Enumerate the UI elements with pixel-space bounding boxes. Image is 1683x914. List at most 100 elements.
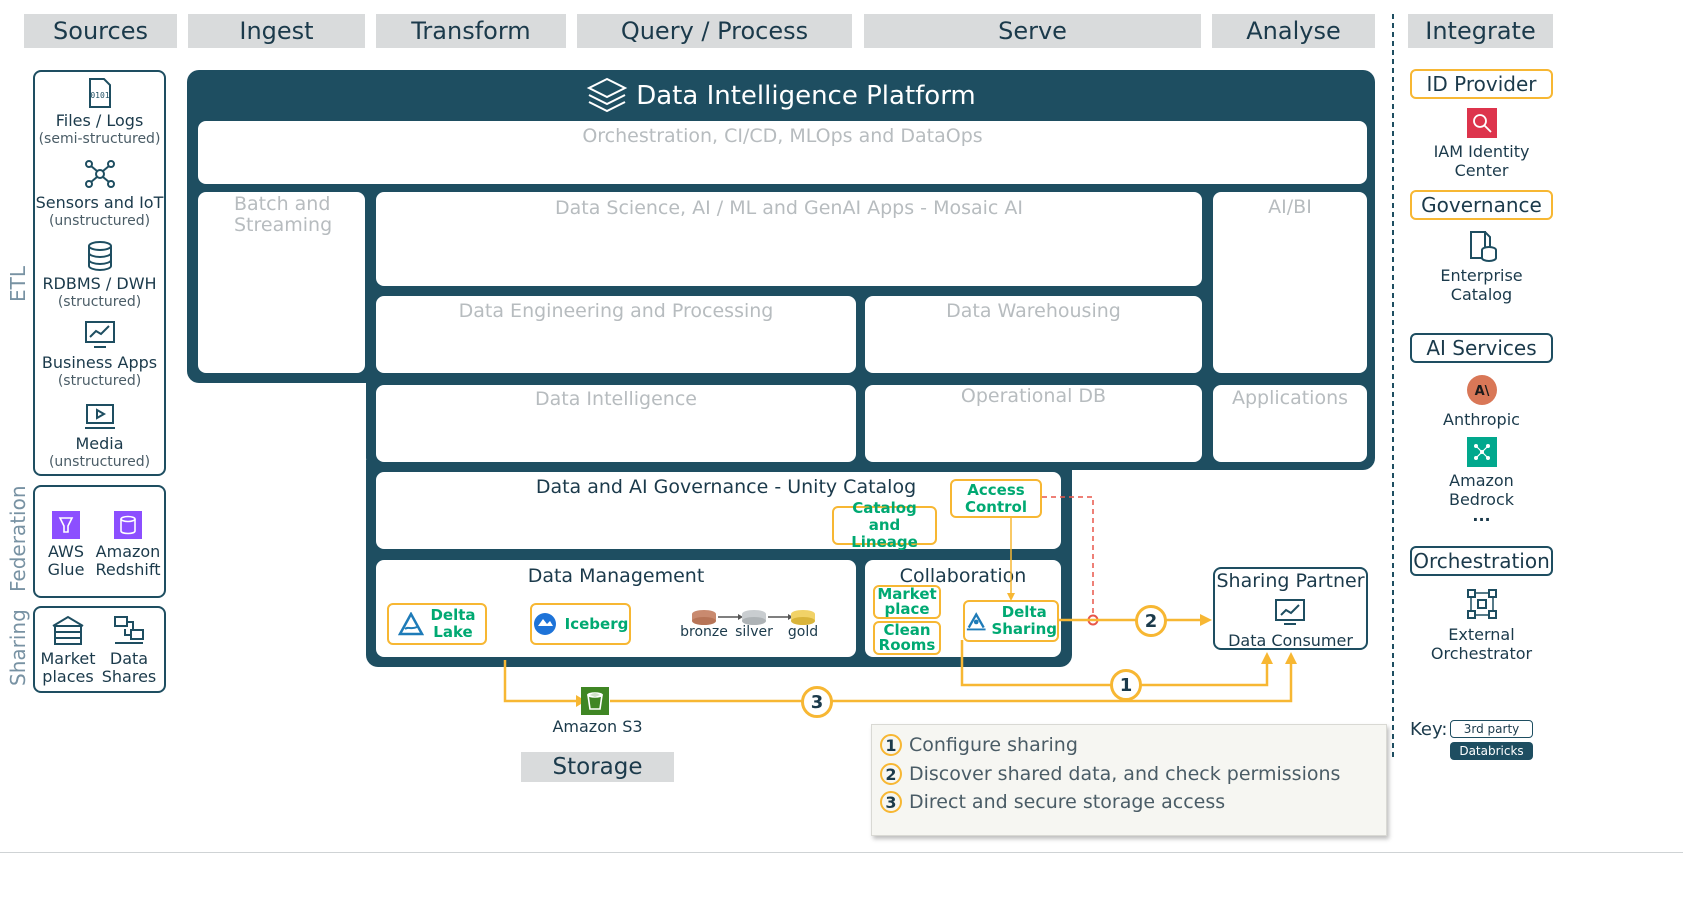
medallion-silver: silver (735, 624, 773, 640)
marketplace-line2: place (884, 600, 930, 618)
monitor-chart-icon (1275, 599, 1305, 625)
source-sub: (semi-structured) (38, 131, 161, 147)
source-media: Media (unstructured) (33, 403, 166, 471)
amazon-s3-label: Amazon S3 (552, 717, 643, 736)
card-unity-catalog: Data and AI Governance - Unity Catalog (376, 472, 1061, 549)
legend-text: Configure sharing (909, 734, 1078, 756)
header-serve: Serve (864, 14, 1201, 48)
source-business-apps: Business Apps (structured) (33, 320, 166, 390)
source-name-line2: places (42, 667, 94, 686)
source-aws-glue: AWS Glue (40, 511, 92, 579)
card-data-engineering: Data Engineering and Processing (376, 296, 856, 373)
storage-label: Storage (521, 752, 674, 782)
anthropic: A\ Anthropic (1410, 374, 1553, 429)
header-sources: Sources (24, 14, 177, 48)
source-name: RDBMS / DWH (42, 274, 157, 293)
source-sub: (structured) (57, 294, 142, 310)
step-2-marker: 2 (1135, 605, 1167, 637)
iam-identity-icon (1466, 108, 1497, 138)
source-amazon-redshift: Amazon Redshift (94, 511, 162, 579)
delta-lake: Delta Lake (387, 603, 487, 645)
catalog-lineage: Catalog and Lineage (832, 500, 937, 551)
source-name-line2: Shares (101, 667, 157, 686)
sharing-sources-box (33, 606, 166, 693)
source-sensors-iot: Sensors and IoT (unstructured) (33, 158, 166, 230)
batch-line2: Streaming (234, 214, 333, 236)
source-rdbms-dwh: RDBMS / DWH (structured) (33, 241, 166, 311)
header-ingest: Ingest (188, 14, 365, 48)
network-nodes-icon (84, 160, 115, 188)
card-data-intelligence: Data Intelligence (376, 385, 856, 462)
amazon-redshift-icon (114, 511, 142, 539)
svg-text:0101: 0101 (90, 91, 109, 100)
dashboard-monitor-icon (84, 321, 115, 348)
orchestrator-line2: Orchestrator (1430, 644, 1533, 663)
platform-title: Data Intelligence Platform (187, 75, 1375, 117)
integrate-ai-services: AI Services (1410, 333, 1553, 363)
federation-sources-box (33, 485, 166, 598)
delta-lake-line1: Delta (430, 606, 476, 624)
step-3-marker: 3 (801, 686, 833, 718)
legend-step-3: 3 Direct and secure storage access (880, 791, 1225, 813)
integrate-governance: Governance (1410, 190, 1553, 220)
source-sub: (unstructured) (48, 454, 151, 470)
legend-num: 1 (880, 734, 902, 756)
card-data-warehousing: Data Warehousing (865, 296, 1202, 373)
header-query-process: Query / Process (577, 14, 852, 48)
header-transform: Transform (376, 14, 566, 48)
legend-num: 2 (880, 763, 902, 785)
source-data-shares: Data Shares (98, 614, 160, 686)
marketplace: Market place (873, 585, 941, 619)
step-1-marker: 1 (1110, 669, 1142, 701)
file-binary-icon: 0101 (88, 78, 111, 108)
source-name: Sensors and IoT (35, 193, 164, 212)
video-monitor-icon (84, 404, 115, 429)
svg-text:A\: A\ (1474, 384, 1489, 399)
card-aibi: AI/BI (1213, 192, 1367, 373)
key-databricks: Databricks (1450, 742, 1533, 760)
data-shares-icon (114, 616, 144, 644)
batch-line1: Batch and (234, 193, 331, 215)
card-data-science: Data Science, AI / ML and GenAI Apps - M… (376, 192, 1202, 286)
header-analyse: Analyse (1212, 14, 1375, 48)
etl-sources-box (33, 70, 166, 476)
integrate-id-provider: ID Provider (1410, 69, 1553, 99)
card-applications: Applications (1213, 385, 1367, 462)
legend-text: Direct and secure storage access (909, 791, 1226, 813)
iam-identity-center: IAM Identity Center (1410, 108, 1553, 180)
source-sub: (unstructured) (48, 213, 151, 229)
marketplace-line1: Market (877, 585, 937, 603)
medallion-bronze: bronze (680, 624, 728, 640)
bedrock-line1: Amazon (1449, 471, 1514, 490)
source-name-line1: Amazon (95, 542, 161, 561)
iceberg: Iceberg (530, 603, 631, 645)
layers-logo-icon (586, 77, 628, 113)
integrate-orchestration: Orchestration (1410, 546, 1553, 576)
access-control-line1: Access (967, 480, 1025, 499)
iceberg-label: Iceberg (564, 615, 629, 633)
header-integrate: Integrate (1408, 14, 1553, 48)
source-name-line1: AWS (47, 542, 85, 561)
delta-sharing-icon (966, 612, 986, 631)
legend-text: Discover shared data, and check permissi… (909, 763, 1341, 785)
external-orchestrator: External Orchestrator (1410, 587, 1553, 663)
card-operational-db: Operational DB (865, 385, 1202, 462)
iceberg-icon (533, 613, 556, 635)
access-control-line2: Control (964, 497, 1027, 516)
steps-legend: 1 Configure sharing 2 Discover shared da… (871, 724, 1387, 836)
orchestrator-line1: External (1448, 625, 1515, 644)
amazon-s3-icon (581, 687, 609, 715)
card-batch-streaming: Batch and Streaming (198, 192, 365, 373)
clean-rooms-line1: Clean (883, 621, 931, 639)
delta-lake-line2: Lake (433, 623, 473, 641)
iam-line2: Center (1454, 161, 1509, 180)
marketplace-icon (52, 615, 84, 645)
key-label: Key: (1410, 719, 1448, 740)
access-control: Access Control (950, 479, 1042, 518)
sharing-partner-box: Sharing Partner Data Consumer (1213, 567, 1368, 650)
amazon-bedrock-icon (1466, 437, 1497, 467)
card-orchestration: Orchestration, CI/CD, MLOps and DataOps (198, 121, 1367, 184)
iam-line1: IAM Identity (1433, 142, 1530, 161)
aws-glue-icon (52, 511, 80, 539)
legend-num: 3 (880, 791, 902, 813)
